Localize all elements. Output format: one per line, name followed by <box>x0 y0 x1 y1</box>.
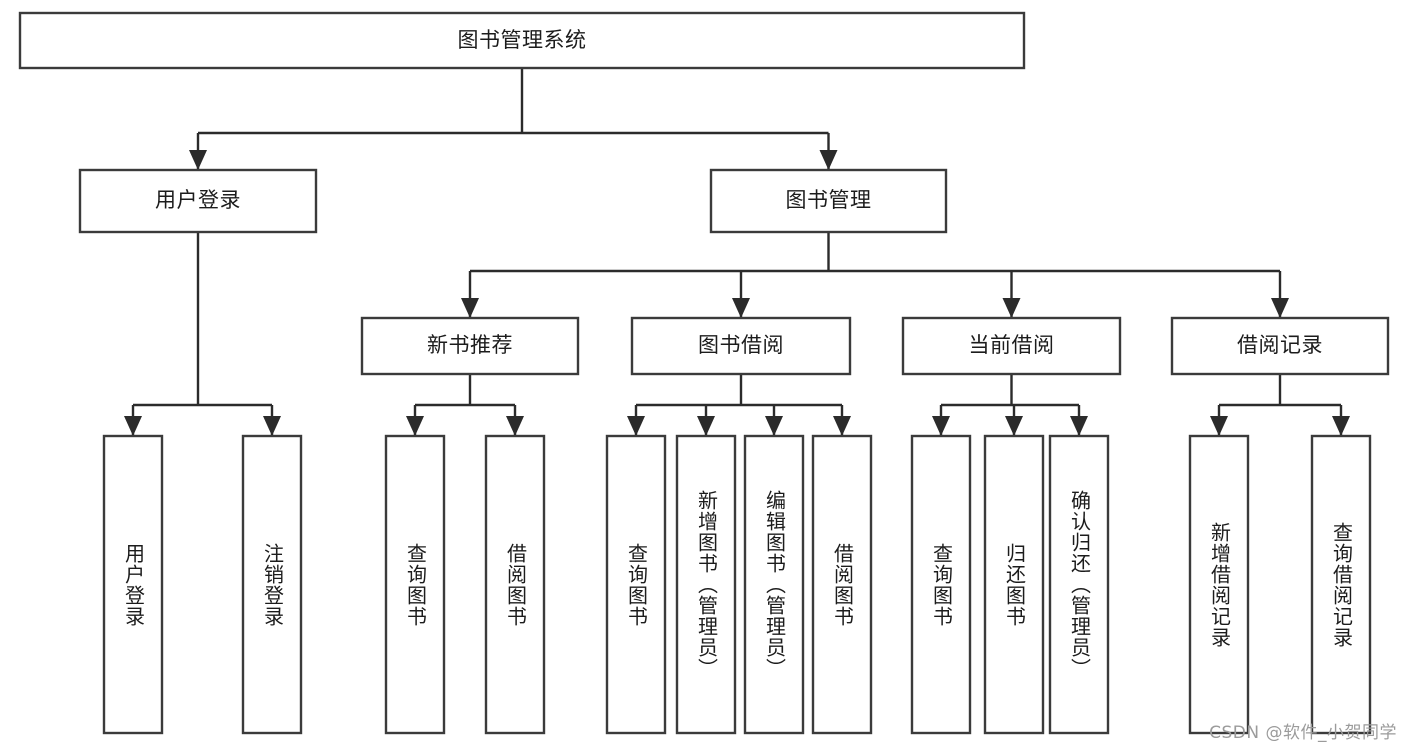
arrow-icon-user-login <box>189 150 207 170</box>
arrow-icon-leaf-return-book <box>1005 416 1023 436</box>
node-box-borrow-record[interactable] <box>1170 316 1390 376</box>
node-box-leaf-query-borrow-record[interactable] <box>1310 434 1372 735</box>
arrow-icon-leaf-user-login <box>124 416 142 436</box>
node-box-new-book-recommend[interactable] <box>360 316 580 376</box>
node-box-leaf-query-book-current[interactable] <box>910 434 972 735</box>
watermark: CSDN @软件_小贺同学 <box>1209 723 1397 743</box>
node-box-root[interactable] <box>18 11 1026 70</box>
arrow-icon-leaf-query-book-recommend <box>406 416 424 436</box>
node-box-current-borrow[interactable] <box>901 316 1122 376</box>
arrow-icon-leaf-query-book-borrow <box>627 416 645 436</box>
node-box-leaf-query-book-recommend[interactable] <box>384 434 446 735</box>
arrow-icon-book-borrow <box>732 298 750 318</box>
node-box-user-login[interactable] <box>78 168 318 234</box>
node-box-leaf-borrow-book[interactable] <box>811 434 873 735</box>
arrow-icon-leaf-query-borrow-record <box>1332 416 1350 436</box>
arrow-icon-leaf-borrow-book-recommend <box>506 416 524 436</box>
arrow-icon-leaf-add-borrow-record <box>1210 416 1228 436</box>
arrow-icon-leaf-user-logout <box>263 416 281 436</box>
arrow-icon-leaf-borrow-book <box>833 416 851 436</box>
arrow-icon-borrow-record <box>1271 298 1289 318</box>
node-box-leaf-user-logout[interactable] <box>241 434 303 735</box>
arrow-icon-leaf-add-book <box>697 416 715 436</box>
node-box-leaf-user-login[interactable] <box>102 434 164 735</box>
edge-layer <box>124 68 1350 436</box>
node-box-book-manage[interactable] <box>709 168 948 234</box>
node-box-leaf-confirm-return[interactable] <box>1048 434 1110 735</box>
node-box-leaf-query-book-borrow[interactable] <box>605 434 667 735</box>
arrow-icon-leaf-edit-book <box>765 416 783 436</box>
arrow-icon-current-borrow <box>1002 298 1021 318</box>
arrow-icon-new-book-recommend <box>461 298 479 318</box>
node-box-leaf-borrow-book-recommend[interactable] <box>484 434 546 735</box>
node-layer <box>18 11 1390 735</box>
arrow-icon-leaf-query-book-current <box>932 416 950 436</box>
arrow-icon-leaf-confirm-return <box>1070 416 1088 436</box>
node-box-leaf-return-book[interactable] <box>983 434 1045 735</box>
node-box-leaf-edit-book[interactable] <box>743 434 805 735</box>
node-box-leaf-add-book[interactable] <box>675 434 737 735</box>
arrow-icon-book-manage <box>819 150 838 170</box>
node-box-leaf-add-borrow-record[interactable] <box>1188 434 1250 735</box>
node-box-book-borrow[interactable] <box>630 316 852 376</box>
